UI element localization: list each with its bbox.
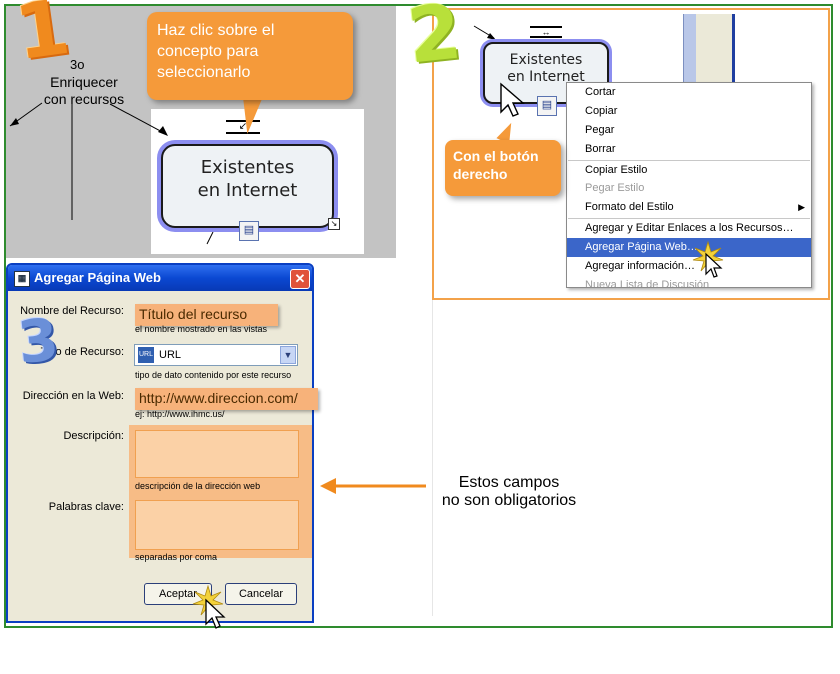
menu-item-borrar[interactable]: Borrar [585,143,616,155]
menu-item-agregar-informacion[interactable]: Agregar información… [585,260,696,272]
outer-frame [4,4,833,628]
concept-node-existentes[interactable]: Existentes en Internet [161,144,334,228]
palabras-hint: separadas por coma [135,552,218,562]
palabras-label: Palabras clave: [48,501,124,513]
submenu-arrow-icon: ▶ [798,202,805,212]
direccion-label: Dirección en la Web: [22,390,124,402]
click-spark-cursor-icon [192,584,226,629]
menu-item-pegar[interactable]: Pegar [585,124,615,136]
tipo-select[interactable]: URL URL ▼ [134,344,298,366]
callout-text: Haz clic sobre el concepto para seleccio… [157,22,275,81]
instruction-callout-1: Haz clic sobre el concepto para seleccio… [147,12,353,100]
close-button[interactable]: ✕ [290,269,310,289]
menu-item-copiar[interactable]: Copiar [585,105,618,117]
context-menu: Cortar Copiar Pegar Borrar Copiar Estilo… [566,82,812,288]
step-number-3: 3 [14,305,62,377]
step-number-1: 1 [9,0,75,78]
aceptar-button[interactable]: Aceptar [144,583,212,605]
chevron-down-icon[interactable]: ▼ [280,346,296,364]
resource-icon[interactable]: ▤ [537,96,557,116]
resize-handle-icon[interactable]: ↘ [328,218,340,230]
instruction-callout-2: Con el botón derecho [445,140,561,196]
descripcion-hint: descripción de la dirección web [135,481,261,491]
menu-item-pegar-estilo: Pegar Estilo [585,182,645,194]
window-edge [696,14,735,94]
scrollbar[interactable] [683,14,696,94]
descripcion-textarea[interactable] [135,430,299,478]
divider [432,300,433,616]
menu-item-copiar-estilo[interactable]: Copiar Estilo [585,164,648,176]
menu-separator [568,160,810,161]
palabras-textarea[interactable] [135,500,299,550]
dialog-title: Agregar Página Web [34,270,161,285]
connector-arrow [473,25,496,40]
cancelar-button[interactable]: Cancelar [225,583,297,605]
branch-concept[interactable]: Enriquecer con recursos [43,74,125,107]
optional-fields-note: Estos campos no son obligatorios [441,474,577,509]
link-toggle-icon[interactable]: ↔ [530,26,562,38]
descripcion-label: Descripción: [63,430,124,442]
tipo-hint: tipo de dato contenido por este recurso [135,370,292,380]
link-toggle-icon[interactable]: ↙ [226,120,260,134]
click-spark-cursor-icon [692,240,724,278]
map-connectors [9,102,214,245]
nombre-hint: el nombre mostrado en las vistas [135,324,268,334]
url-icon: URL [138,347,154,363]
nombre-input[interactable]: Título del recurso [135,304,278,326]
menu-item-nueva-lista: Nueva Lista de Discusión [585,279,710,288]
direccion-hint: ej: http://www.ihmc.us/ [135,409,225,419]
nombre-label: Nombre del Recurso: [20,305,124,317]
note-arrow [320,478,426,494]
menu-item-agregar-pagina-web[interactable]: Agregar Página Web… [567,238,811,257]
tipo-label: Tipo de Recurso: [40,346,124,358]
dialog-titlebar[interactable]: ▦ Agregar Página Web ✕ [8,265,312,291]
menu-separator [568,218,810,219]
resource-icon[interactable]: ▤ [239,221,259,241]
direccion-input[interactable]: http://www.direccion.com/ [135,388,318,410]
menu-item-label: Formato del Estilo [585,201,674,213]
tipo-select-value: URL [159,349,182,361]
order-label: 3o [70,57,85,72]
cursor-icon [500,82,525,117]
menu-item-agregar-enlaces[interactable]: Agregar y Editar Enlaces a los Recursos… [585,222,794,234]
step-number-2: 2 [403,0,466,81]
app-icon: ▦ [14,271,30,287]
menu-item-cortar[interactable]: Cortar [585,86,616,98]
menu-item-formato-estilo[interactable]: Formato del Estilo ▶ [567,198,811,217]
